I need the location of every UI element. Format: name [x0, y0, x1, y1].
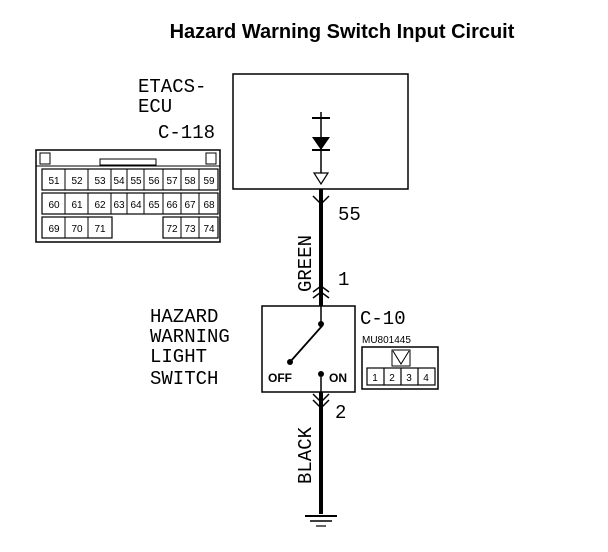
c118-pin: 53 — [94, 176, 106, 187]
c118-pin: 72 — [166, 224, 178, 235]
switch-contact-icon — [287, 306, 324, 392]
c118-pin: 56 — [148, 176, 160, 187]
c118-pin: 69 — [48, 224, 60, 235]
c118-pin: 58 — [184, 176, 196, 187]
c118-pin: 52 — [71, 176, 83, 187]
c118-pin: 61 — [71, 200, 83, 211]
ground-icon — [305, 515, 337, 527]
c10-pin: 3 — [406, 373, 412, 384]
diagram-title: Hazard Warning Switch Input Circuit — [170, 21, 515, 43]
c10-pin: 1 — [372, 373, 378, 384]
c118-pin: 65 — [148, 200, 160, 211]
switch-name-line3: LIGHT — [150, 346, 207, 368]
c118-pin: 74 — [203, 224, 215, 235]
connector-c10-face — [361, 346, 439, 390]
etacs-connector-id: C-118 — [158, 122, 215, 144]
c118-pin: 63 — [113, 200, 125, 211]
c118-pin: 66 — [166, 200, 178, 211]
c10-pin: 4 — [423, 373, 429, 384]
c118-pin: 59 — [203, 176, 215, 187]
connector-c10-part-no: MU801445 — [362, 335, 411, 346]
switch-off-label: OFF — [268, 371, 292, 385]
etacs-label-line1: ETACS- — [138, 76, 206, 98]
terminal-2-label: 2 — [335, 402, 346, 424]
wire-color-black: BLACK — [295, 426, 317, 484]
c118-pin: 64 — [130, 200, 142, 211]
c118-pin: 73 — [184, 224, 196, 235]
connector-c10-id: C-10 — [360, 308, 406, 330]
c118-pin: 60 — [48, 200, 60, 211]
c118-pin: 67 — [184, 200, 196, 211]
switch-name-line2: WARNING — [150, 326, 230, 348]
terminal-1-label: 1 — [338, 269, 349, 291]
c118-pin: 51 — [48, 176, 60, 187]
connector-chevron-icon — [312, 195, 330, 410]
wire-color-green: GREEN — [295, 235, 317, 292]
switch-box — [261, 305, 356, 393]
etacs-label-line2: ECU — [138, 96, 172, 118]
c118-pin: 54 — [113, 176, 125, 187]
c118-pin: 55 — [130, 176, 142, 187]
c118-pin: 68 — [203, 200, 215, 211]
switch-on-label: ON — [329, 371, 347, 385]
terminal-55-label: 55 — [338, 204, 361, 226]
c118-pin: 62 — [94, 200, 106, 211]
switch-name-line4: SWITCH — [150, 368, 218, 390]
c118-pin: 71 — [94, 224, 106, 235]
c118-pin: 70 — [71, 224, 83, 235]
c118-pin: 57 — [166, 176, 178, 187]
ecu-diode-icon — [312, 112, 330, 186]
c10-pin: 2 — [389, 373, 395, 384]
connector-c118-face — [35, 149, 221, 243]
switch-name-line1: HAZARD — [150, 306, 218, 328]
